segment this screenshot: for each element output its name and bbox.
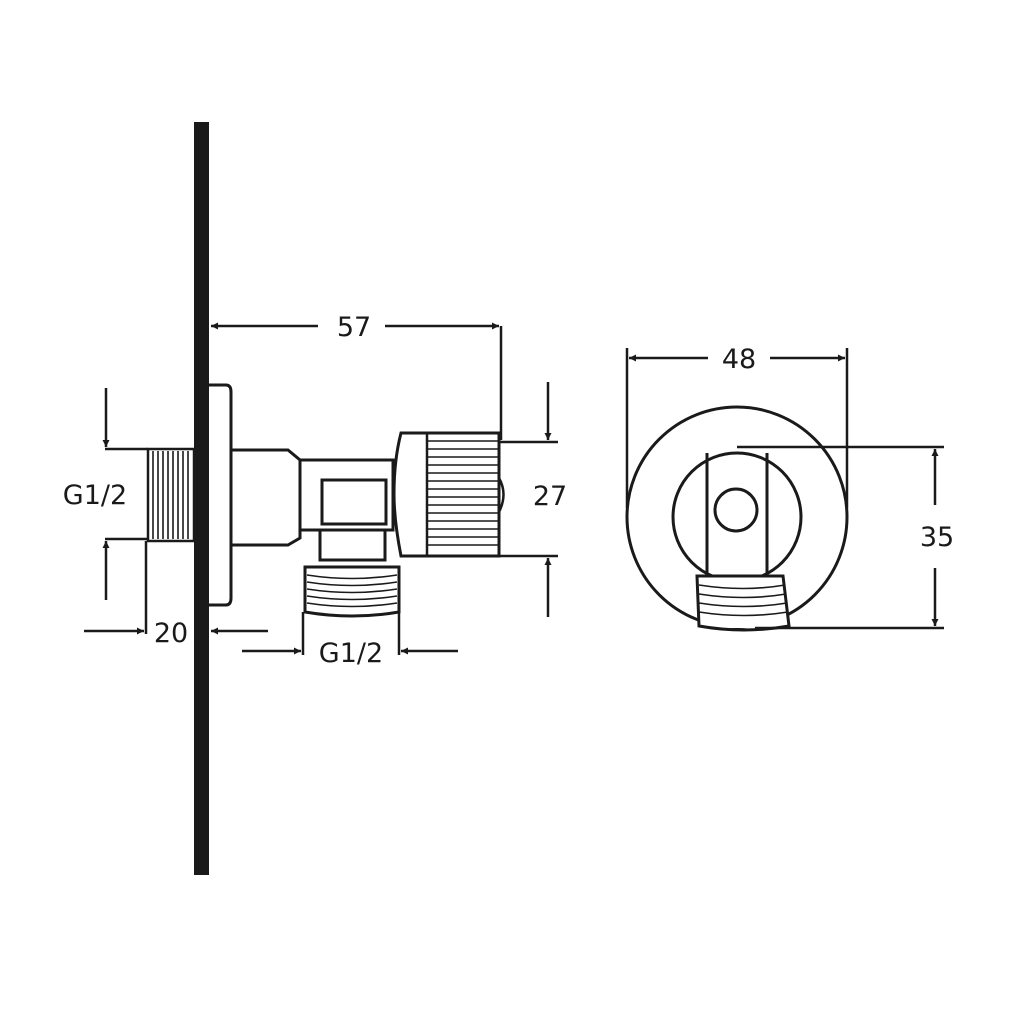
dimension-outlet-thread-label: G1/2 [319,638,383,669]
front-spindle [713,487,759,533]
dimension-48: 48 [625,344,849,508]
outlet-thread [303,565,401,618]
front-handle-ring [671,451,803,583]
dimension-27: 27 [499,382,567,617]
dimension-35: 35 [737,445,954,630]
dimension-57: 57 [211,312,503,440]
wall [194,122,209,875]
dimension-27-label: 27 [533,481,567,512]
front-body [705,453,769,583]
valve-body [229,448,395,562]
front-outlet-thread [695,574,791,632]
dimension-48-label: 48 [722,344,756,375]
dimension-20: 20 [84,541,268,649]
dimension-57-label: 57 [337,312,371,343]
dimension-35-label: 35 [920,522,954,553]
dimension-wall-thread: G1/2 [63,388,148,600]
front-view [625,405,849,632]
dimension-20-label: 20 [154,618,188,649]
valve-handle [392,431,505,558]
side-view [146,122,505,875]
wall-rosette [209,383,233,607]
dimension-outlet-thread: G1/2 [242,612,458,669]
wall-thread [146,447,196,543]
dimension-wall-thread-label: G1/2 [63,480,127,511]
